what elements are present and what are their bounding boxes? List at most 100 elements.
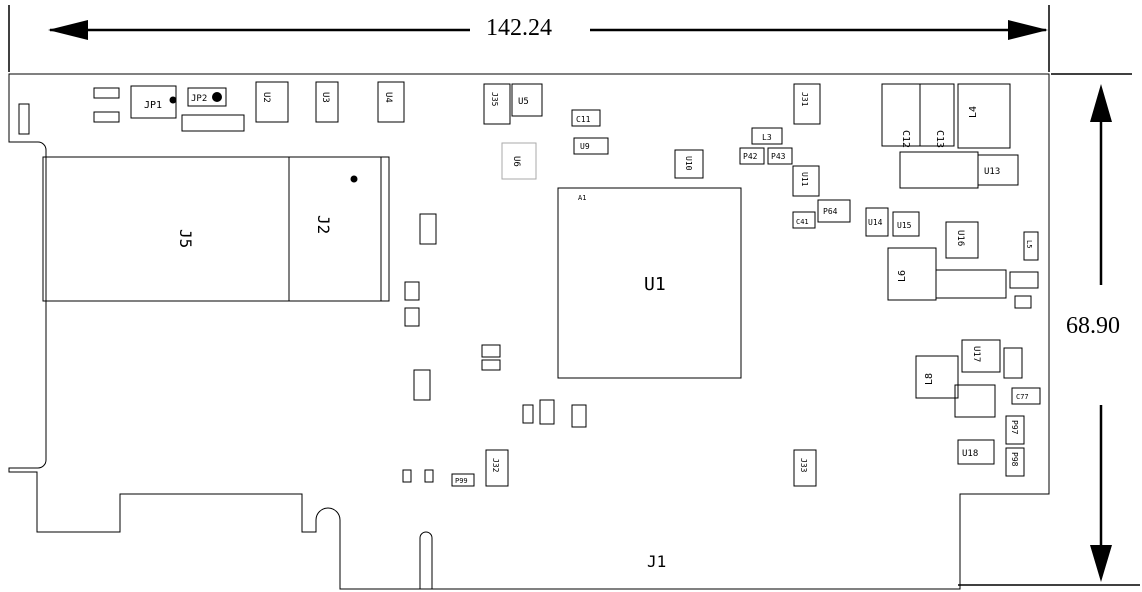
comp-j32 <box>485 449 509 487</box>
label-u13: U13 <box>984 167 1000 177</box>
label-p43: P43 <box>771 152 786 161</box>
label-p64: P64 <box>823 207 838 216</box>
label-u14: U14 <box>868 218 883 227</box>
comp-c53 <box>1009 271 1039 289</box>
label-j32: J32 <box>491 458 500 473</box>
comp-u2 <box>255 81 289 123</box>
label-u5: U5 <box>518 97 529 107</box>
height-dimension-label: 68.90 <box>1066 312 1120 340</box>
label-j2: J2 <box>314 215 333 234</box>
comp-j33 <box>793 449 817 487</box>
label-l4: L4 <box>968 106 979 118</box>
comp-small-c <box>402 469 412 483</box>
label-jp1: JP1 <box>144 100 162 111</box>
label-j5: J5 <box>176 229 195 248</box>
comp-c60 <box>571 404 587 428</box>
label-u17: U17 <box>971 346 981 362</box>
height-arrowhead-top <box>1090 84 1112 122</box>
connector-j2-edge <box>380 156 390 302</box>
label-c77: C77 <box>1016 393 1029 401</box>
label-u11: U11 <box>800 172 809 187</box>
comp-u17 <box>961 339 1001 373</box>
comp-p64 <box>817 199 851 223</box>
label-c13: C13 <box>934 130 945 148</box>
comp-small-b <box>93 111 120 123</box>
connector-j5 <box>42 156 290 302</box>
label-j31: J31 <box>800 92 809 107</box>
board-slot <box>419 531 433 589</box>
label-c11: C11 <box>576 115 591 124</box>
comp-l7 <box>539 399 555 425</box>
comp-l4 <box>957 83 1011 149</box>
label-p97: P97 <box>1010 420 1019 435</box>
label-a1: A1 <box>578 194 586 202</box>
comp-j35 <box>483 83 511 125</box>
label-u15: U15 <box>897 221 912 230</box>
comp-caps-row3 <box>954 384 996 418</box>
comp-p42 <box>739 147 765 165</box>
connector-j2 <box>288 156 382 302</box>
label-p99: P99 <box>455 477 468 485</box>
comp-u10 <box>674 149 704 179</box>
label-p42: P42 <box>743 152 758 161</box>
label-l8: L8 <box>924 373 935 385</box>
comp-caps-row1 <box>899 151 979 189</box>
label-jp2: JP2 <box>191 94 207 104</box>
label-u1: U1 <box>644 274 666 295</box>
comp-u14 <box>865 207 889 237</box>
label-u10: U10 <box>684 156 693 171</box>
label-c41: C41 <box>796 218 809 226</box>
label-j1: J1 <box>647 552 666 571</box>
label-j33: J33 <box>799 458 808 473</box>
comp-u6 <box>501 142 537 180</box>
comp-u4 <box>377 81 405 123</box>
label-l6: L6 <box>897 270 908 282</box>
comp-l8 <box>915 355 959 399</box>
chip-u1 <box>557 187 742 379</box>
comp-u9 <box>573 137 609 155</box>
comp-cap-mid-a <box>481 344 501 358</box>
comp-u15 <box>892 211 920 237</box>
label-l3: L3 <box>762 133 772 142</box>
label-u6: U6 <box>511 156 521 167</box>
board-outline <box>8 73 1050 590</box>
label-u3: U3 <box>320 92 330 103</box>
j2-pin1-dot <box>350 175 358 183</box>
label-u2: U2 <box>261 92 271 103</box>
comp-caps-row2 <box>935 269 1007 299</box>
comp-c11 <box>571 109 601 127</box>
comp-j31 <box>793 83 821 125</box>
comp-array-b <box>404 281 420 301</box>
comp-p98 <box>1005 447 1025 477</box>
component-labels: U1 J1 J5 J2 JP1 JP2 L4 L6 L8 C12 C13 U5 … <box>144 92 1033 571</box>
comp-u13 <box>977 154 1019 186</box>
comp-jp1 <box>130 85 177 119</box>
comp-p99 <box>451 473 475 487</box>
jp1-dot <box>169 96 177 104</box>
label-c12: C12 <box>900 130 911 148</box>
comp-c41 <box>792 211 816 229</box>
label-u16: U16 <box>955 230 965 246</box>
label-u18: U18 <box>962 449 978 459</box>
comp-c73 <box>1003 347 1023 379</box>
comp-d4 <box>1014 295 1032 309</box>
height-arrowhead-bottom <box>1090 545 1112 582</box>
comp-u5 <box>511 83 543 117</box>
comp-small-a <box>93 87 120 99</box>
comp-array-a <box>419 213 437 245</box>
comp-small-e <box>522 404 534 424</box>
label-p98: P98 <box>1010 452 1019 467</box>
comp-c13 <box>919 83 955 147</box>
width-dimension-label: 142.24 <box>480 14 558 42</box>
comp-u18 <box>957 439 995 465</box>
comp-l3 <box>751 127 783 145</box>
comp-array-c <box>404 307 420 327</box>
comp-c77 <box>1011 387 1041 405</box>
label-l5: L5 <box>1025 240 1033 248</box>
comp-u11 <box>792 165 820 197</box>
comp-l6 <box>887 247 937 301</box>
label-u4: U4 <box>383 92 393 103</box>
comp-u16 <box>945 221 979 259</box>
comp-p43 <box>767 147 793 165</box>
jp2-dot <box>212 92 222 102</box>
